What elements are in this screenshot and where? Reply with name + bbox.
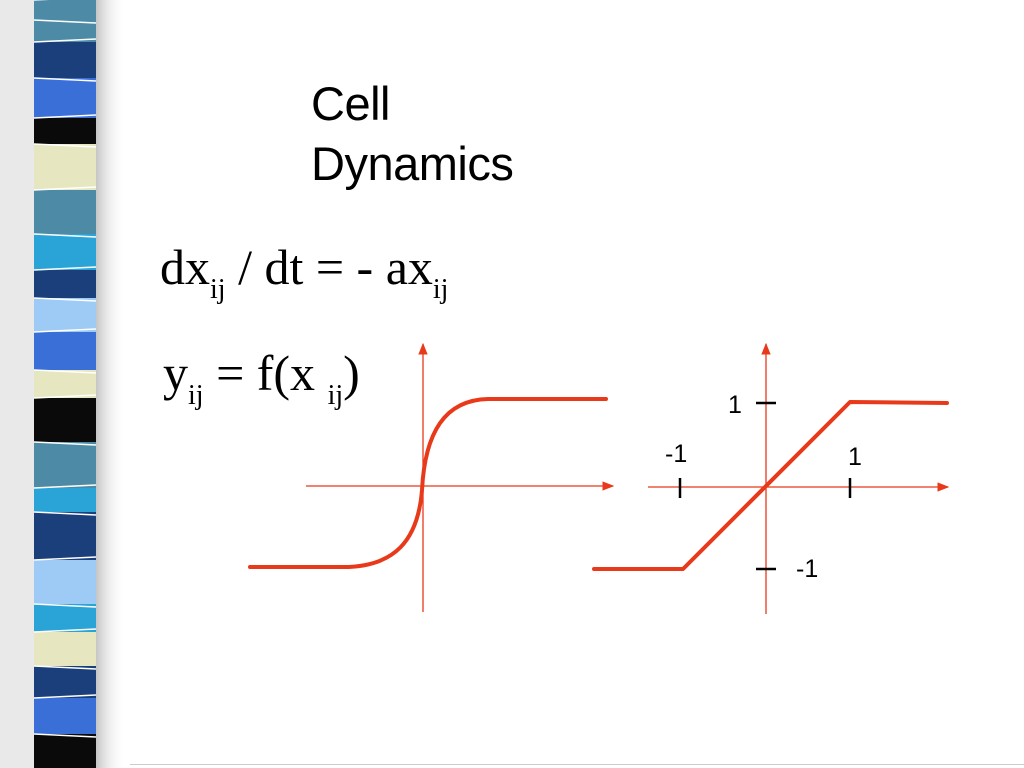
strip-block — [34, 398, 96, 442]
label-x-right: 1 — [848, 443, 862, 471]
strip-separator — [33, 369, 97, 374]
strip-separator — [33, 665, 97, 670]
strip-separator — [33, 484, 97, 489]
strip-block — [34, 20, 96, 42]
strip-block — [34, 0, 96, 20]
strip-block — [34, 370, 96, 398]
strip-separator — [33, 233, 97, 238]
decorative-strip — [0, 0, 126, 768]
strip-block — [34, 144, 96, 190]
strip-block — [34, 442, 96, 488]
label-y-top: 1 — [728, 391, 742, 419]
strip-separator — [33, 186, 97, 191]
label-x-left: -1 — [665, 440, 687, 468]
strip-blocks — [33, 0, 97, 768]
eq2-arg-sub: ij — [327, 380, 344, 411]
strip-separator — [33, 114, 97, 119]
piecewise-linear-graph: 1 -1 1 -1 — [592, 342, 950, 614]
title-line-2: Dynamics — [311, 137, 514, 190]
eq1-middle: / dt = - ax — [225, 239, 433, 295]
strip-block — [34, 118, 96, 144]
strip-separator — [33, 733, 97, 738]
bottom-rule — [130, 764, 1024, 765]
equation-output: yij = f(x ij) — [163, 344, 360, 410]
label-y-bottom: -1 — [796, 555, 818, 583]
strip-separator — [33, 603, 97, 608]
eq1-rhs-sub: ij — [432, 274, 449, 305]
strip-block — [34, 734, 96, 768]
strip-separator — [33, 297, 97, 302]
strip-block — [34, 666, 96, 698]
strip-separator — [33, 143, 97, 148]
strip-block — [34, 512, 96, 560]
strip-block — [34, 78, 96, 118]
eq2-lhs-sub: ij — [188, 380, 204, 411]
strip-block — [34, 234, 96, 270]
strip-separator — [33, 511, 97, 516]
strip-block — [34, 604, 96, 632]
strip-separator — [33, 266, 97, 271]
strip-separator — [33, 77, 97, 82]
sigmoid-graph — [248, 342, 615, 612]
strip-block — [34, 42, 96, 78]
strip-block — [34, 190, 96, 234]
equation-state: dxij / dt = - axij — [160, 238, 448, 304]
saturating-linear-curve — [592, 400, 949, 571]
strip-block — [34, 298, 96, 332]
strip-block — [34, 332, 96, 370]
strip-separator — [33, 328, 97, 333]
strip-separator — [33, 441, 97, 446]
strip-block — [34, 270, 96, 298]
strip-left-margin — [0, 0, 34, 768]
eq1-lhs: dx — [160, 239, 210, 295]
eq2-middle: = f(x — [203, 345, 328, 401]
strip-separator — [33, 694, 97, 699]
strip-separator — [33, 628, 97, 633]
sigmoid-curve — [248, 397, 608, 569]
strip-block — [34, 698, 96, 734]
slide-title: Cell Dynamics — [311, 74, 514, 194]
eq1-lhs-sub: ij — [210, 274, 226, 305]
strip-shadow — [96, 0, 126, 768]
strip-block — [34, 560, 96, 604]
strip-separator — [33, 556, 97, 561]
strip-separator — [33, 394, 97, 399]
strip-separator — [33, 38, 97, 43]
title-line-1: Cell — [311, 77, 390, 130]
strip-separator — [33, 19, 97, 24]
eq2-lhs: y — [163, 345, 188, 401]
strip-block — [34, 488, 96, 512]
strip-block — [34, 632, 96, 666]
eq2-close: ) — [343, 345, 360, 401]
